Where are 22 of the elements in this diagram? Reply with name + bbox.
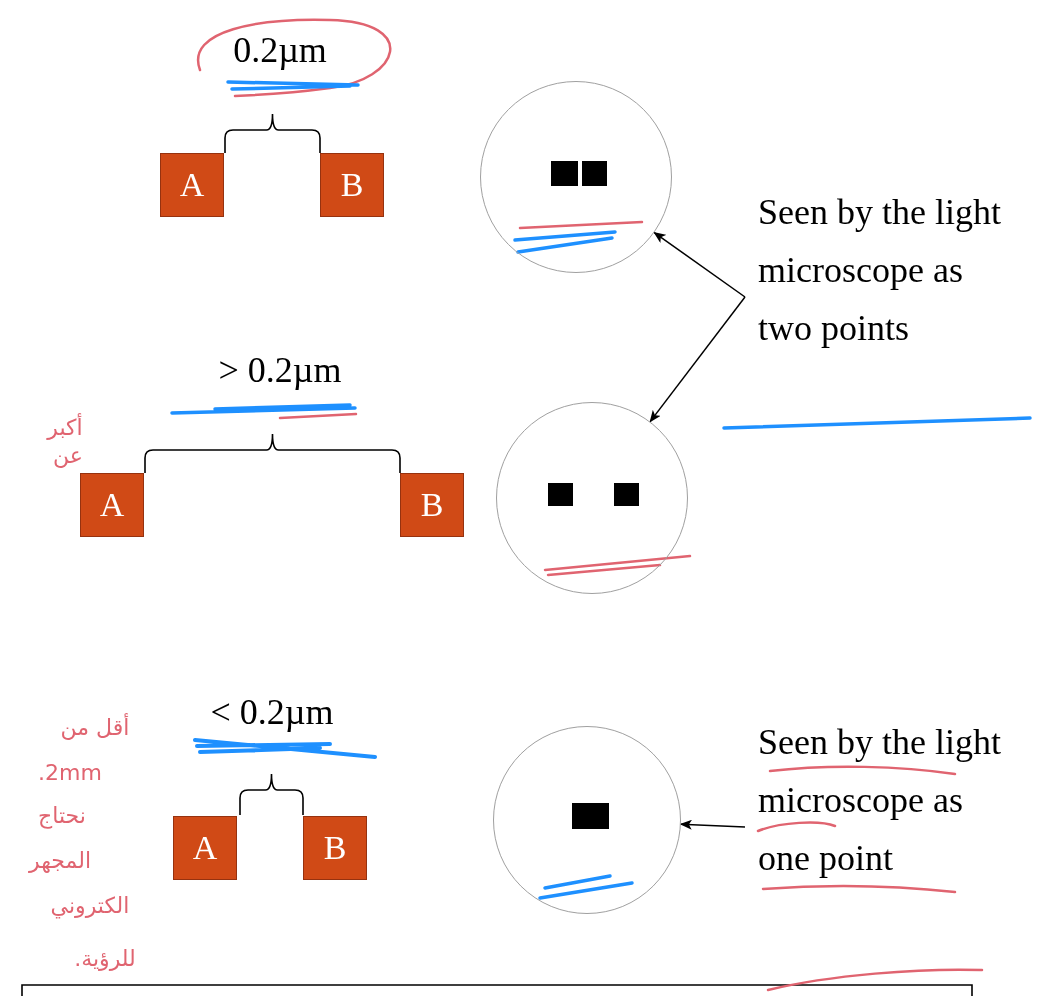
handwritten-note: أكبر: [47, 414, 83, 440]
measurement-label: > 0.2µm: [218, 349, 342, 391]
letter-box: B: [400, 473, 464, 537]
handwritten-note: للرؤية.: [74, 945, 136, 971]
handwritten-note: .2mm: [38, 759, 102, 785]
arrow: [653, 231, 746, 298]
caption-text: Seen by the light microscope as two points: [758, 183, 1020, 357]
measurement-label: 0.2µm: [233, 29, 327, 71]
handwritten-note: الكتروني: [50, 892, 130, 918]
handwritten-note: أقل من: [60, 714, 130, 740]
caption-text: Seen by the light microscope as one point: [758, 713, 1020, 887]
arrow: [649, 296, 746, 423]
handwritten-note: المجهر: [29, 847, 91, 873]
letter-box: A: [160, 153, 224, 217]
measurement-label: < 0.2µm: [210, 691, 334, 733]
handwritten-note: نحتاج: [38, 802, 86, 828]
arrow: [679, 819, 746, 830]
letter-box: A: [80, 473, 144, 537]
letter-box: B: [303, 816, 367, 880]
letter-box: B: [320, 153, 384, 217]
letter-box: A: [173, 816, 237, 880]
handwritten-note: عن: [53, 442, 83, 468]
